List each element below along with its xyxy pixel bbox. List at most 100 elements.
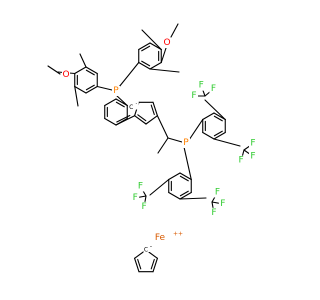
ring-b-bond-0 [104, 117, 117, 126]
ring-b-cp-exo-bond-inner [116, 114, 131, 123]
ring-a2-bond-3 [138, 42, 151, 51]
radical-dot: · [135, 101, 137, 108]
r1-cf3b-fluorine-0-backdrop [249, 138, 258, 149]
ring-b-bond-2 [104, 98, 117, 107]
cp-ring-bond-1-inner [150, 104, 155, 116]
p2-ring-r2-bond [183, 146, 192, 181]
cp2-ring-bond-3-inner [137, 258, 142, 270]
cp-ring-bond-3-inner [137, 114, 147, 122]
r2-cf3b-fluorine-1: F [220, 199, 225, 209]
radical-dot-backdrop [133, 99, 139, 110]
p1-ring-a1-bond [96, 85, 113, 91]
cp-ring-bond-2 [145, 115, 158, 125]
r2-cf3b-fluorine-1-backdrop [218, 198, 227, 209]
ring-a2-bond-1-inner [141, 60, 151, 67]
r2-cf3b-fluorine-0-backdrop [213, 187, 222, 198]
a2-oxygen-backdrop [163, 38, 171, 48]
r2-cf3a-fluorine-0: F [141, 202, 146, 212]
r2-cf3b-bond [179, 197, 207, 200]
a1-me2-bond [74, 85, 79, 107]
r2-cf3a-fluorine-2: F [138, 181, 143, 191]
ring-r1-bond-4-inner [213, 115, 223, 122]
ring-a1-bond-4-inner [85, 69, 95, 76]
a1-me1-bond [79, 53, 87, 68]
a2-oxygen: O [163, 38, 170, 48]
ring-r1-bond-0-inner [213, 130, 223, 137]
ch-p2-bond [167, 137, 183, 143]
r2-cf3b-fluorine-2: F [211, 208, 216, 218]
ring-a2-bond-3-inner [141, 45, 151, 52]
iron-atom-backdrop [156, 233, 164, 243]
iron-atom: Fe [155, 233, 166, 243]
iron-charge: ++ [173, 231, 183, 238]
ch-methyl-bond [157, 137, 169, 154]
r1-cf3a-fluorine-1-backdrop [197, 80, 206, 91]
phosphorus-2: P [183, 138, 189, 148]
ring-a1-bond-1 [74, 85, 87, 94]
cp-ring-bond-1 [152, 101, 158, 117]
r1-cf3b-fluorine-1: F [250, 151, 255, 161]
p2-ring-r1-bond [188, 118, 204, 141]
ring-a1-bond-0-inner [85, 84, 95, 91]
r1-cf3a-fluorine-0-backdrop [190, 91, 198, 101]
r2-cf3a-fluorine-1-backdrop [131, 192, 140, 203]
p1-ring-a2-bond [118, 61, 140, 88]
ring-r2-bond-2 [168, 172, 181, 181]
ring-a2-bond-0 [149, 61, 162, 70]
a1-oxygen: O [62, 70, 69, 80]
ring-r2-bond-3-inner [179, 175, 189, 182]
bond-layer [47, 23, 254, 273]
r1-cf3a-bond [204, 99, 226, 121]
cp2-minus-backdrop [148, 242, 154, 252]
cp2-ring-bond-3 [134, 257, 140, 273]
ring-r1-bond-0 [213, 131, 226, 140]
ring-r2-bond-5 [179, 191, 192, 200]
ring-r2-bond-0 [168, 191, 181, 200]
r1-cf3b-bond [213, 138, 241, 147]
ring-a2-bond-4 [149, 42, 162, 51]
radical-carbon-backdrop [128, 102, 134, 113]
r2-cf3a-fluorine-1: F [133, 193, 138, 203]
cp-ch-bond [156, 115, 169, 139]
cp2-ring-bond-1-inner [150, 258, 155, 270]
r1-cf3b-fluorine-1-backdrop [249, 151, 258, 162]
a1-oxygen-backdrop [62, 70, 70, 80]
a2-ome-bond [170, 23, 179, 38]
phosphorus-1-backdrop [112, 86, 120, 96]
ring-r1-bond-3 [202, 112, 215, 121]
r1-cf3b-fluorine-2-backdrop [237, 155, 246, 166]
iron-charge-backdrop [175, 229, 181, 239]
cp2-carbanion-backdrop [143, 245, 149, 255]
ring-a2-bond-1 [138, 61, 151, 70]
cp-ring-bond-3 [134, 115, 147, 125]
ring-r2-bond-3 [179, 172, 192, 181]
phosphorus-2-backdrop [182, 138, 190, 148]
r1-cf3a-fluorine-2-backdrop [209, 83, 218, 94]
ring-a1-bond-4 [85, 66, 98, 75]
cp2-carbanion: C [144, 247, 148, 254]
a2-me2-bond [149, 68, 180, 73]
r1-cf3b-fluorine-2: F [239, 156, 244, 166]
r1-cf3a-fluorine-1: F [199, 81, 204, 91]
radical-carbon: C [129, 104, 133, 111]
r2-cf3a-bond [149, 178, 170, 196]
cp2-minus: - [150, 244, 152, 251]
r2-cf3b-fluorine-2-backdrop [209, 207, 218, 218]
phosphorus-1: P [113, 86, 119, 96]
ring-a1-bond-0 [85, 85, 98, 94]
p1-ring-b-bond [115, 94, 128, 107]
r1-cf3a-fluorine-0: F [191, 91, 196, 101]
r1-cf3a-fluorine-2: F [211, 84, 216, 94]
ring-b-bond-3-inner [115, 101, 125, 108]
ring-a1-bond-3 [74, 66, 87, 75]
r2-cf3a-fluorine-0-backdrop [140, 201, 149, 212]
cp2-ring-bond-1 [152, 257, 158, 273]
ring-r1-bond-1 [202, 131, 215, 140]
r1-cf3b-fluorine-0: F [250, 139, 255, 149]
ring-r2-bond-5-inner [179, 190, 189, 197]
r2-cf3a-fluorine-2-backdrop [136, 181, 145, 192]
ring-b-cp-exo-bond [115, 115, 136, 126]
